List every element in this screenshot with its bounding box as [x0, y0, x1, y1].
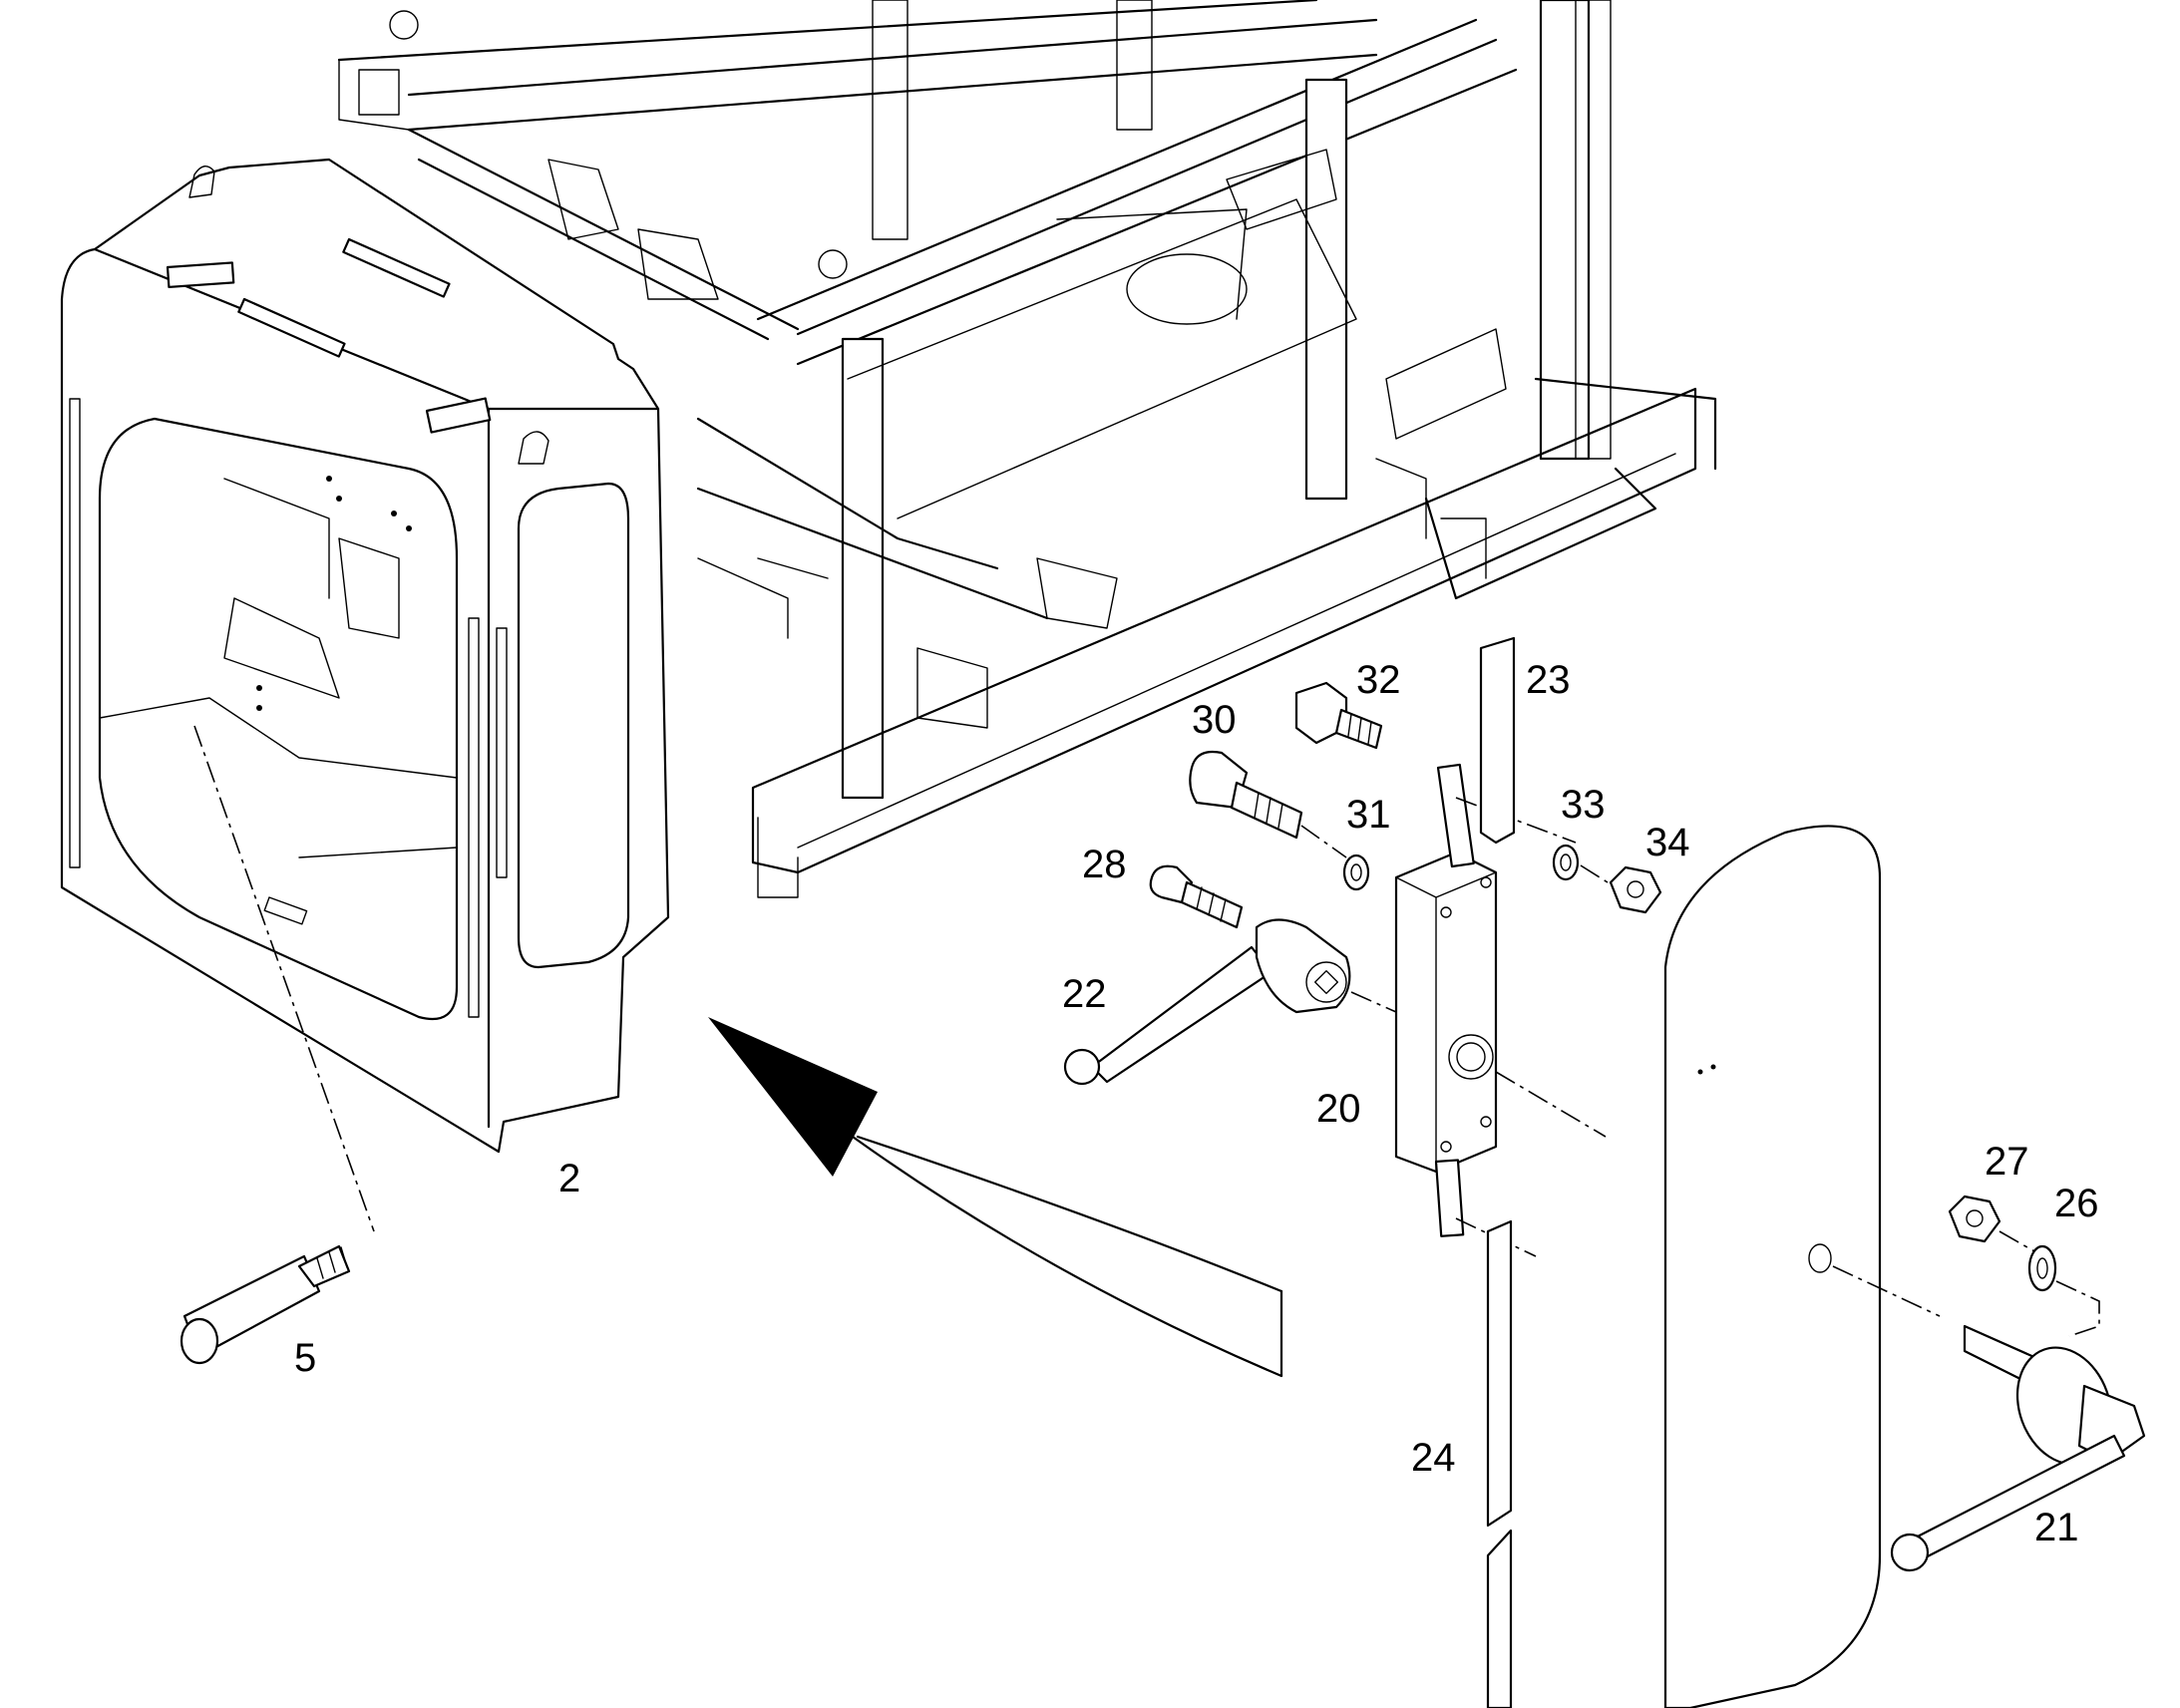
- column-front-left: [841, 337, 885, 800]
- callout-5: 5: [294, 1336, 316, 1380]
- washer-part-26: [2027, 1244, 2100, 1337]
- callout-31: 31: [1346, 793, 1391, 837]
- callout-22: 22: [1062, 972, 1107, 1016]
- housing-part-2: [60, 158, 670, 1154]
- door-panel: [1663, 825, 1941, 1708]
- bolt-part-28: [1149, 864, 1244, 929]
- callout-27: 27: [1985, 1140, 2029, 1184]
- callout-24: 24: [1411, 1436, 1456, 1480]
- nut-part-27: [1948, 1195, 2035, 1252]
- callout-30: 30: [1192, 698, 1237, 742]
- bolt-part-30: [1189, 750, 1347, 858]
- handle-part-22: [1063, 918, 1397, 1086]
- callout-34: 34: [1645, 821, 1690, 864]
- callout-33: 33: [1561, 783, 1606, 827]
- callout-21: 21: [2034, 1506, 2079, 1549]
- bolt-part-32: [1294, 681, 1383, 750]
- lock-body-part-20: [1394, 763, 1607, 1257]
- nut-part-34: [1580, 864, 1662, 914]
- washer-part-33: [1552, 844, 1580, 881]
- callout-26: 26: [2054, 1182, 2099, 1225]
- rod-part-23: [1479, 636, 1516, 845]
- callout-32: 32: [1356, 658, 1401, 702]
- rod-part-24: [1486, 1219, 1513, 1708]
- machine-frame: [337, 0, 1717, 898]
- callout-28: 28: [1082, 843, 1127, 886]
- direction-arrow: [708, 1017, 1283, 1378]
- washer-part-31: [1342, 854, 1370, 891]
- handle-part-21: [1890, 1324, 2146, 1572]
- callout-2: 2: [558, 1157, 580, 1200]
- column-back-right: [1539, 0, 1591, 461]
- column-front-right: [1304, 78, 1348, 501]
- callout-23: 23: [1526, 658, 1571, 702]
- callout-20: 20: [1316, 1087, 1361, 1131]
- pin-part-5: [180, 725, 375, 1365]
